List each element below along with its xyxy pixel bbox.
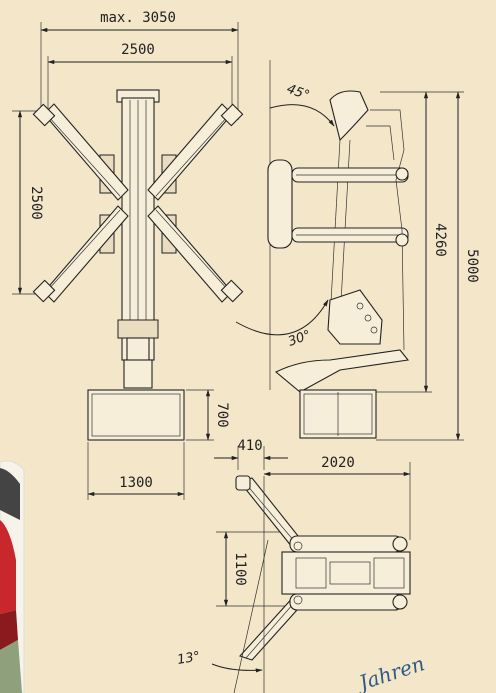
upper-arm-head [329, 90, 369, 142]
base-platform [87, 389, 185, 441]
dim-label-base-width: 1300 [119, 475, 153, 491]
dim-label-height-1100: 1100 [232, 552, 248, 586]
angle-label-top: 45° [285, 82, 312, 104]
top-view: max. 3050 2500 2500 [12, 10, 244, 500]
angle-label-bottom-view: 13° [176, 649, 201, 668]
bottom-chassis [281, 551, 411, 595]
dim-label-total-height: 5000 [464, 249, 480, 283]
side-view: 4260 5000 45° 30° [235, 60, 480, 441]
dim-label-side-height: 4260 [432, 223, 448, 257]
dim-label-span: 2020 [321, 455, 355, 471]
dim-label-height-left: 2500 [28, 186, 44, 220]
lower-arm-foot [327, 289, 383, 345]
angle-label-bottom: 30° [286, 328, 313, 350]
photo-fragment [0, 460, 25, 693]
side-cylinder [267, 159, 293, 249]
outrigger-top-right [147, 103, 244, 201]
side-hook [275, 349, 410, 393]
angle-arc-bottom [235, 299, 329, 336]
bottom-view: 410 2020 1100 13° [176, 438, 411, 693]
boom-foot [123, 359, 153, 389]
outrigger-bottom-left [32, 205, 129, 303]
angle-arc-bottom-view [211, 663, 263, 673]
dim-label-base-height: 700 [214, 402, 230, 427]
dim-label-width-top: 2500 [121, 42, 155, 58]
dim-label-max-width: max. 3050 [100, 10, 176, 26]
script-text: Jahren [352, 651, 427, 693]
outrigger-top-left [32, 103, 129, 201]
dim-label-offset-410: 410 [237, 438, 262, 454]
angle-arc-top [269, 104, 335, 127]
outrigger-bottom-right [147, 205, 244, 303]
